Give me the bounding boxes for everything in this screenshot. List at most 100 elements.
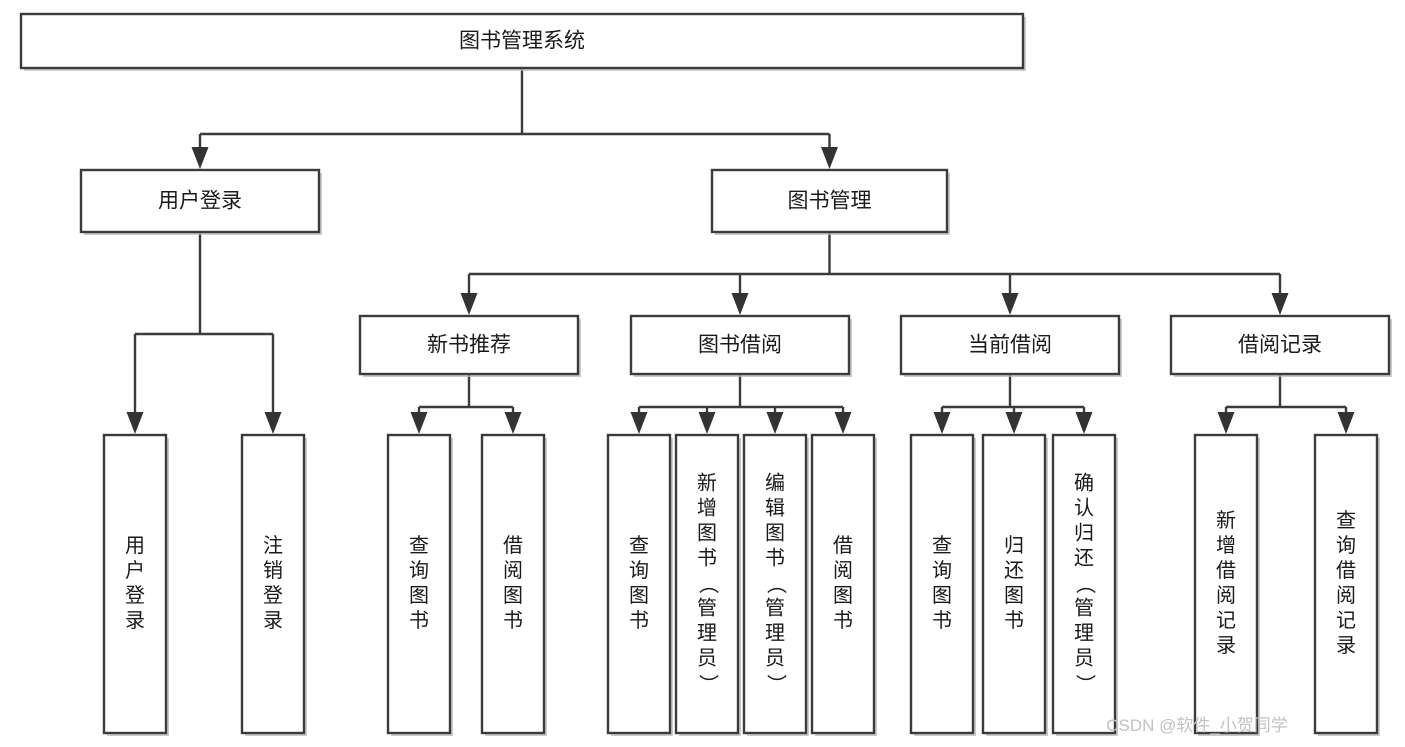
edge-group-new-book-rec (410, 374, 522, 434)
arrowhead-icon (1271, 293, 1289, 315)
node-leaf-user-login[interactable]: 用户登录 (102, 433, 169, 736)
arrowhead-icon (821, 147, 838, 169)
node-label-char: （ (1074, 574, 1097, 594)
node-label: 图书管理 (788, 190, 872, 213)
edges-layer (126, 68, 1355, 434)
node-label-char: 归 (1074, 521, 1094, 544)
node-label-char: 管 (1074, 596, 1094, 619)
node-label-char: 员 (697, 647, 717, 669)
node-book-manage[interactable]: 图书管理 (710, 168, 950, 235)
edge-group-current-borrow (933, 374, 1093, 434)
node-box (79, 168, 321, 234)
node-label-char: 记 (1336, 609, 1356, 632)
node-label-char: 录 (125, 610, 145, 632)
arrowhead-icon (264, 412, 282, 434)
node-box (102, 433, 168, 735)
node-label-char: 图 (932, 585, 952, 607)
edge-group-book-borrow (630, 374, 852, 434)
node-label-char: 借 (1216, 559, 1236, 582)
node-box (386, 433, 452, 735)
node-label-char: 借 (833, 534, 853, 557)
arrowhead-icon (766, 412, 784, 434)
node-box (1313, 433, 1379, 735)
node-label-char: 管 (697, 596, 717, 619)
csdn-watermark: CSDN @软件_小贺同学 (1106, 716, 1288, 735)
node-label-char: 询 (629, 559, 649, 582)
node-box (1169, 314, 1391, 376)
node-label-char: 用 (125, 535, 145, 557)
node-new-book-rec[interactable]: 新书推荐 (358, 314, 581, 377)
node-label-char: （ (765, 574, 788, 594)
node-label: 用户登录 (125, 535, 145, 632)
node-label-char: 图 (503, 585, 523, 607)
arrowhead-icon (126, 412, 144, 434)
node-label-char: 销 (263, 559, 283, 582)
arrowhead-icon (1005, 412, 1023, 434)
node-label-char: 确 (1074, 471, 1094, 494)
node-book-borrow[interactable]: 图书借阅 (629, 314, 852, 377)
node-label-char: 图 (833, 585, 853, 607)
arrowhead-icon (410, 412, 428, 434)
node-root[interactable]: 图书管理系统 (19, 12, 1026, 71)
node-label-char: 阅 (1336, 584, 1356, 607)
node-label: 借阅记录 (1238, 334, 1322, 357)
node-label-char: 认 (1074, 496, 1094, 519)
node-label-char: 阅 (503, 559, 523, 582)
node-label-char: 查 (409, 534, 429, 557)
nodes-layer: 图书管理系统用户登录图书管理新书推荐图书借阅当前借阅借阅记录用户登录注销登录查询… (19, 12, 1392, 736)
node-label-char: 新 (1216, 509, 1236, 532)
node-label-char: 理 (1074, 622, 1094, 644)
node-label-char: 编 (765, 471, 785, 494)
node-label-char: 录 (1336, 635, 1356, 657)
node-label-char: 户 (125, 559, 145, 582)
node-label-char: 借 (1336, 559, 1356, 582)
node-box (358, 314, 580, 376)
node-label-char: 询 (1336, 534, 1356, 557)
node-label-char: 书 (932, 609, 952, 632)
node-user-login[interactable]: 用户登录 (79, 168, 322, 235)
node-label-char: 登 (263, 584, 283, 607)
node-label-char: 书 (503, 609, 523, 632)
node-label-char: 理 (697, 622, 717, 644)
edge-group-borrow-record (1217, 374, 1355, 434)
node-label: 新书推荐 (427, 334, 511, 357)
arrowhead-icon (698, 412, 716, 434)
node-box (19, 12, 1025, 70)
node-borrow-record[interactable]: 借阅记录 (1169, 314, 1392, 377)
node-current-borrow[interactable]: 当前借阅 (899, 314, 1122, 377)
node-label-char: 查 (1336, 509, 1356, 532)
arrowhead-icon (933, 412, 951, 434)
node-label-char: 记 (1216, 609, 1236, 632)
node-label: 图书借阅 (698, 334, 782, 357)
node-label-char: 询 (409, 559, 429, 582)
node-box (909, 433, 975, 735)
node-box (480, 433, 546, 735)
node-label-char: 还 (1004, 559, 1024, 582)
node-label-char: 图 (697, 522, 717, 544)
node-box (629, 314, 851, 376)
node-box (899, 314, 1121, 376)
